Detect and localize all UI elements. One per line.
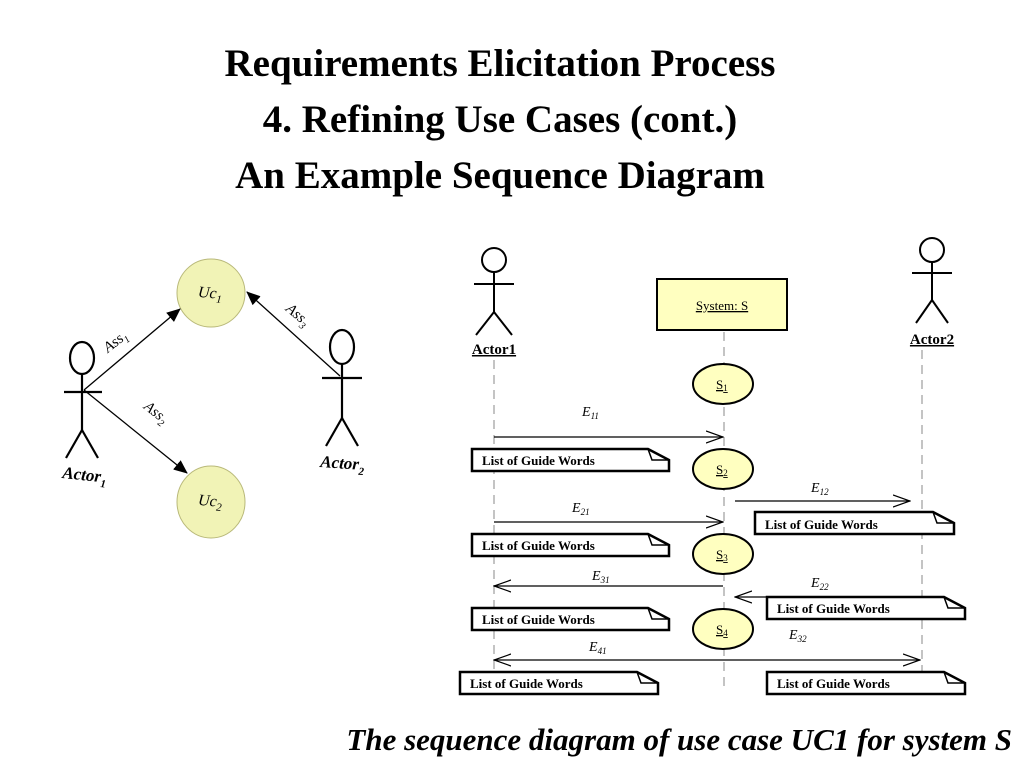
seq-actor1-label: Actor1 [472, 342, 516, 358]
svg-text:S3: S3 [716, 547, 728, 563]
association-ass3-line [246, 291, 341, 377]
state-s2: S2 [692, 448, 754, 490]
seq-actor2-figure [912, 237, 952, 324]
state-s1: S1 [692, 363, 754, 405]
svg-text:List of Guide Words: List of Guide Words [777, 601, 890, 616]
use-case-uc1-label: Uc1 [197, 284, 223, 306]
note-guide-words-6: List of Guide Words [458, 670, 660, 696]
actor1-figure [64, 340, 102, 459]
svg-text:S1: S1 [716, 377, 728, 393]
message-e11-label: E11 [581, 405, 599, 421]
message-e12-label: E12 [810, 481, 829, 497]
association-ass2-line [83, 389, 188, 474]
association-ass2-label: Ass2 [138, 398, 171, 429]
message-e32-label: E32 [788, 628, 807, 644]
actor2-figure [322, 328, 362, 447]
svg-text:List of Guide Words: List of Guide Words [482, 453, 595, 468]
svg-text:S4: S4 [716, 622, 728, 638]
seq-actor1-figure [474, 247, 514, 336]
note-guide-words-4: List of Guide Words [765, 595, 967, 621]
use-case-uc2-label: Uc2 [197, 492, 223, 514]
seq-actor2-label: Actor2 [910, 332, 954, 348]
title-line-2: 4. Refining Use Cases (cont.) [262, 98, 738, 141]
svg-text:List of Guide Words: List of Guide Words [777, 676, 890, 691]
state-s4: S4 [692, 608, 754, 650]
svg-text:S2: S2 [716, 462, 728, 478]
note-guide-words-2: List of Guide Words [753, 510, 956, 536]
title-line-3: An Example Sequence Diagram [235, 154, 765, 197]
association-ass3-label: Ass3 [280, 300, 313, 332]
use-case-diagram: Actor1 Actor2 Uc1 Uc2 Ass1 Ass2 Ass3 [60, 258, 365, 539]
note-guide-words-1: List of Guide Words [470, 447, 671, 473]
sequence-diagram: Actor1 Actor2 System: S S1 S2 S3 S4 [458, 237, 967, 696]
message-e22-label: E22 [810, 576, 829, 592]
system-label: System: S [696, 298, 748, 313]
actor2-label: Actor2 [318, 452, 365, 478]
association-ass1-line [83, 308, 181, 391]
association-ass1-label: Ass1 [100, 328, 133, 359]
state-s3: S3 [692, 533, 754, 575]
message-e21-label: E21 [571, 501, 590, 517]
actor1-label: Actor1 [60, 463, 107, 491]
system-box [656, 278, 788, 331]
page-title: Requirements Elicitation Process 4. Refi… [0, 36, 1000, 204]
svg-text:List of Guide Words: List of Guide Words [470, 676, 583, 691]
svg-text:List of Guide Words: List of Guide Words [482, 612, 595, 627]
note-guide-words-7: List of Guide Words [765, 670, 967, 696]
use-case-uc2 [176, 465, 246, 539]
figure-caption: The sequence diagram of use case UC1 for… [346, 722, 1012, 757]
svg-text:List of Guide Words: List of Guide Words [765, 517, 878, 532]
note-guide-words-5: List of Guide Words [470, 606, 671, 632]
use-case-uc1 [176, 258, 246, 328]
note-guide-words-3: List of Guide Words [470, 532, 671, 558]
svg-text:List of Guide Words: List of Guide Words [482, 538, 595, 553]
message-e41-label: E41 [588, 640, 607, 656]
title-line-1: Requirements Elicitation Process [224, 42, 776, 85]
message-e31-label: E31 [591, 569, 610, 585]
